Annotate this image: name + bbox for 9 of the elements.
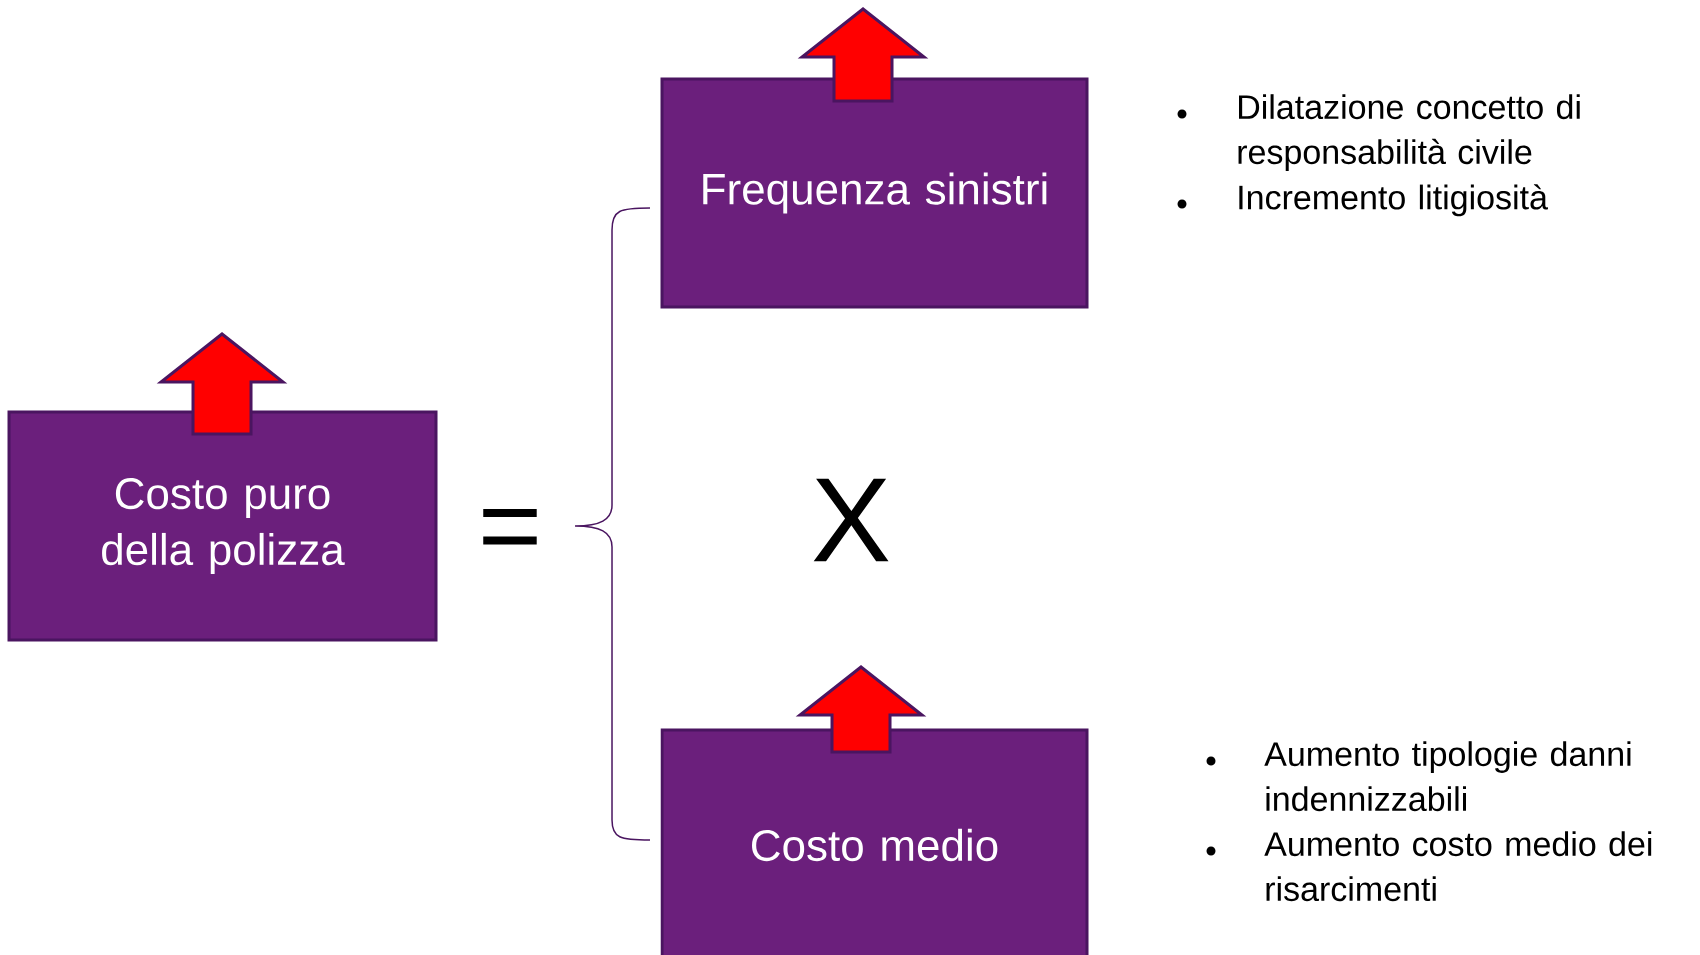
- process-box: Costo puro della polizza: [7, 410, 438, 642]
- bullet-text: Incremento litigiosità: [1239, 184, 1548, 217]
- bullet-text: Aumento tipologie danni indennizzabili: [1264, 741, 1631, 812]
- equals-sign: =: [483, 509, 537, 545]
- process-box: Costo medio: [660, 728, 1089, 955]
- times-sign: X: [813, 478, 889, 562]
- process-box: Frequenza sinistri: [660, 77, 1089, 309]
- bullet-text: Aumento costo medio dei risarcimenti: [1264, 831, 1652, 902]
- bullet-text: Dilatazione concetto di responsabilità civile: [1238, 94, 1580, 171]
